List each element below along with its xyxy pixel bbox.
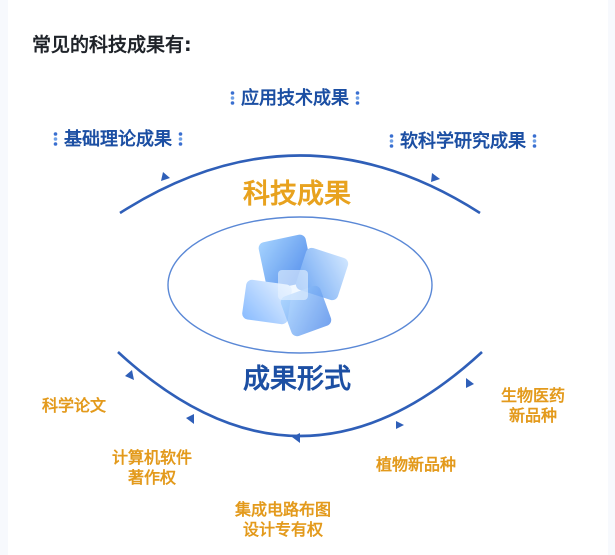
label-soft-science: 软科学研究成果 [383,131,543,154]
lower-arc-arrow-2 [186,414,194,424]
inner-ellipse [167,216,433,354]
upper-arc-arrow-left [161,172,170,181]
form-software-line1: 计算机软件 [112,448,193,467]
label-basic-theory-text: 基础理论成果 [64,129,172,150]
dots-icon [53,132,58,146]
lower-arc-arrow-4 [396,421,404,429]
label-soft-science-text: 软科学研究成果 [400,131,526,152]
label-basic-theory: 基础理论成果 [47,129,189,152]
form-bio-line1: 生物医药 [501,386,566,405]
lower-arc-arrow-1 [125,370,134,380]
dots-icon [230,91,235,105]
form-new-plant-variety: 植物新品种 [376,455,457,474]
form-scientific-paper: 科学论文 [42,396,107,415]
form-software-line2: 著作权 [128,468,177,487]
page-heading: 常见的科技成果有: [32,34,192,56]
center-title-tech-achievements: 科技成果 [243,179,351,210]
form-ic-line1: 集成电路布图 [235,500,332,519]
form-bio-line2: 新品种 [509,406,558,425]
dots-icon [355,91,360,105]
center-title-achievement-forms: 成果形式 [243,364,351,395]
label-applied-tech-text: 应用技术成果 [241,88,349,109]
dots-icon [389,134,394,148]
form-ic-line2: 设计专有权 [243,520,324,539]
form-biomedicine: 生物医药 新品种 [501,386,565,426]
upper-arc-arrow-right [431,173,440,182]
form-ic-layout: 集成电路布图 设计专有权 [235,500,331,540]
lower-arc-arrow-5 [466,378,474,388]
dots-icon [532,134,537,148]
upper-arc [119,154,481,215]
label-applied-tech: 应用技术成果 [224,88,366,111]
glass-cube-cluster-icon [242,234,349,337]
lower-arc-arrow-3 [292,433,300,443]
form-software-copyright: 计算机软件 著作权 [112,448,192,488]
dots-icon [178,132,183,146]
